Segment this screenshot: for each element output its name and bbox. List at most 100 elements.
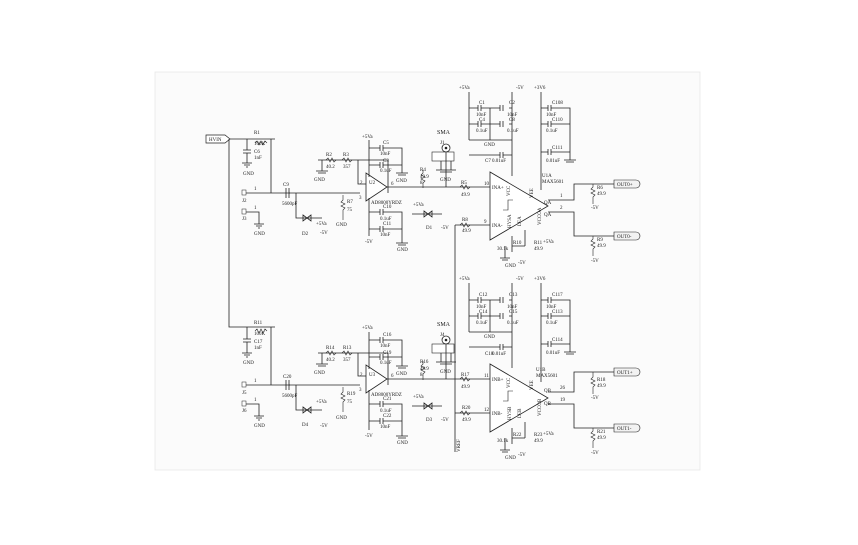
rail-label: +5Va (362, 135, 373, 140)
pin-label: 8 (420, 373, 423, 378)
r3-value: 357 (343, 165, 351, 170)
pin-label: 8 (420, 181, 423, 186)
gnd-label: GND (336, 223, 347, 228)
u3-label: U3 (369, 373, 376, 378)
r3-label: R3 (343, 153, 349, 158)
rail-label: +5Va (459, 277, 470, 282)
u1b-part: MAX5601 (536, 374, 558, 379)
c22-value: 10nF (380, 425, 391, 430)
rail-label: +5Va (413, 395, 424, 400)
out1-plus-port[interactable] (613, 367, 641, 377)
c19-value: 0.1uF (380, 361, 392, 366)
d3-label: D3 (426, 418, 433, 423)
c114-label: C114 (552, 338, 563, 343)
out0-plus-port[interactable] (613, 179, 641, 189)
pin-label: 1 (560, 194, 563, 199)
c108-label: C108 (552, 101, 563, 106)
r10-value: 30.1k (497, 247, 509, 252)
r18-label: R18 (597, 378, 606, 383)
r5-value: 49.9 (461, 193, 470, 198)
c15-label: C15 (509, 310, 518, 315)
c110-value: 0.1uF (546, 129, 558, 134)
r10-label: R10 (513, 241, 522, 246)
vref-bus-wire (454, 225, 490, 452)
j5-connector[interactable] (241, 381, 247, 388)
qb-bar-label: QB (544, 402, 552, 407)
rail-label: -5V (591, 259, 599, 264)
pin-label: 3 (359, 388, 362, 393)
c22-label: C22 (383, 414, 392, 419)
c21-value: 0.1uF (380, 409, 392, 414)
hvin-port[interactable] (205, 134, 231, 144)
leb-pin-label: LEB (518, 408, 523, 418)
gnd-label: GND (440, 178, 451, 183)
c108-value: 10nF (546, 113, 557, 118)
u2-opamp[interactable] (365, 172, 388, 202)
pin-label: 2 (360, 373, 363, 378)
j5-label: J5 (242, 391, 247, 396)
r2-label: R2 (326, 153, 332, 158)
r8-label: R8 (462, 218, 468, 223)
r20-value: 49.9 (462, 418, 471, 423)
out0-minus-label: OUT0- (617, 235, 632, 240)
j3-connector[interactable] (241, 208, 247, 215)
c1-value: 10nF (476, 113, 487, 118)
ina-plus-label: INA+ (492, 186, 504, 191)
c18-value: 0.01uF (492, 352, 506, 357)
vcc-pin-label: VCC (507, 377, 512, 388)
j6-connector[interactable] (241, 400, 247, 407)
r21-label: R21 (597, 430, 606, 435)
gnd-label: GND (396, 179, 407, 184)
c17-value: 1nF (254, 346, 262, 351)
c10-label: C10 (383, 205, 392, 210)
r11b-label: R11 (534, 241, 543, 246)
r11b-value: 49.9 (534, 247, 543, 252)
r1-label: R1 (254, 131, 260, 136)
gnd-label: GND (243, 361, 254, 366)
d4-label: D4 (302, 423, 309, 428)
qa-label: QA (544, 201, 552, 206)
r5-label: R5 (461, 181, 467, 186)
u1a-comparator[interactable] (489, 171, 549, 241)
inb-plus-label: INB+ (492, 378, 504, 383)
c7-label: C7 (485, 159, 491, 164)
channel-b: C20 5600pF D4 +5Va -5V R14 40.2 R13 357 … (282, 322, 490, 446)
j2-connector[interactable] (241, 189, 247, 196)
pin-label: 1 (254, 187, 257, 192)
comparator-a: INA+ INA- QA QA U1A MAX5601 VCC VEE LEA … (459, 86, 641, 269)
r7-value: 75 (347, 208, 353, 213)
gnd-label: GND (397, 441, 408, 446)
sma-label: SMA (437, 130, 451, 136)
r2-value: 40.2 (326, 165, 335, 170)
r11-value: 100K (254, 332, 266, 337)
u2-part: AD8000YRDZ (371, 201, 402, 206)
input-bus-wire (228, 139, 275, 328)
rail-label: -5V (516, 277, 524, 282)
r4-label: R4 (420, 168, 426, 173)
c5-label: C5 (383, 141, 389, 146)
gnd-label: GND (397, 248, 408, 253)
r9-value: 49.9 (597, 244, 606, 249)
r9-label: R9 (597, 238, 603, 243)
c10-value: 0.1uF (380, 217, 392, 222)
vcco-pin-label: VCCOA (538, 207, 543, 225)
rail-label: +5Va (543, 240, 554, 245)
c8-label: C8 (509, 118, 515, 123)
hysb-pin-label: HYSB (508, 406, 513, 420)
rail-label: +5Va (362, 326, 373, 331)
c113-value: 0.1uF (546, 321, 558, 326)
u3-part: AD8000YRDZ (371, 393, 402, 398)
u3-opamp[interactable] (365, 364, 388, 394)
gnd-label: GND (243, 172, 254, 177)
r20-label: R20 (462, 406, 471, 411)
c12-value: 10nF (476, 305, 487, 310)
u1b-comparator[interactable] (489, 363, 549, 433)
c17-label: C17 (254, 340, 263, 345)
c13-value: 10nF (507, 305, 518, 310)
c11-label: C11 (383, 222, 392, 227)
out1-minus-port[interactable] (613, 423, 641, 433)
r17-label: R17 (461, 373, 470, 378)
r11-label: R11 (254, 321, 263, 326)
c117-value: 10nF (546, 305, 557, 310)
out0-minus-port[interactable] (613, 231, 641, 241)
